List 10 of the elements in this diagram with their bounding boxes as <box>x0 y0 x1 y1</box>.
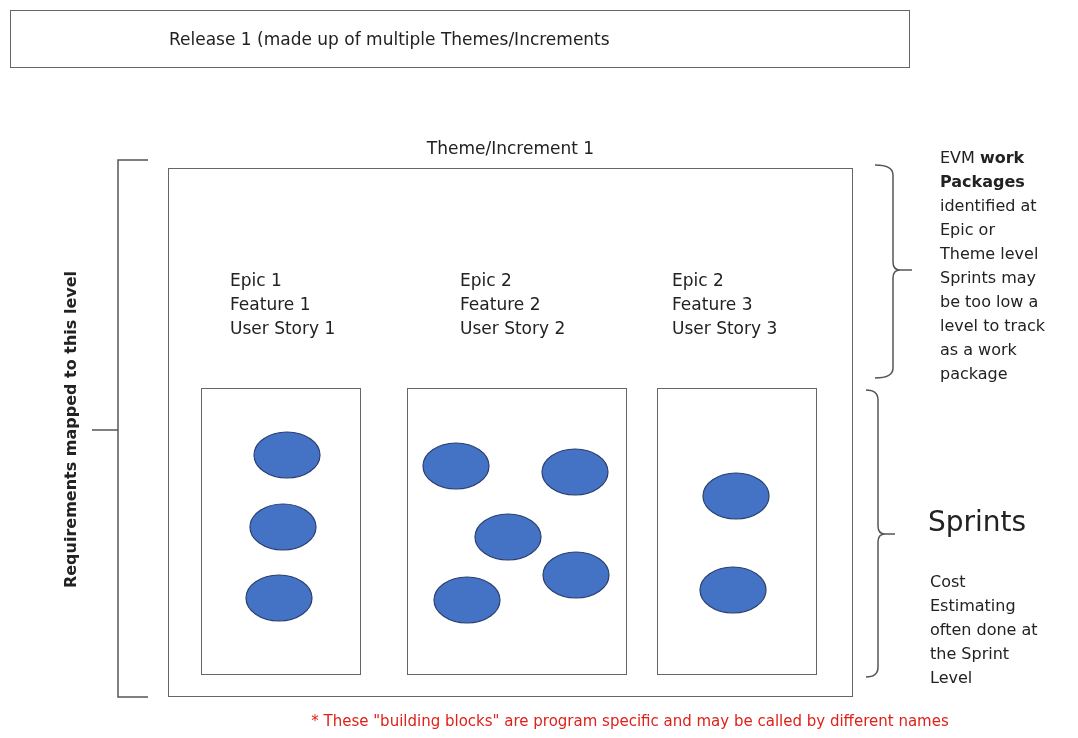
bracket-note: EVM work Packages identified at Epic or Theme level Sprints may be too low a level to track as a work package <box>940 147 1046 385</box>
epic-heading: Epic 2 Feature 3 User Story 3 <box>672 269 779 340</box>
bracket-label: Sprints <box>928 505 1028 539</box>
theme-heading: Theme/Increment 1 <box>425 137 596 160</box>
epic-heading: Epic 1 Feature 1 User Story 1 <box>230 269 337 340</box>
release-box: Release 1 (made up of multiple Themes/Increments <box>10 10 910 68</box>
bracket-label: Requirements mapped to this level <box>59 269 81 591</box>
footnote: * These "building blocks" are program specific and may be called by different names <box>310 712 950 730</box>
epic-heading: Epic 2 Feature 2 User Story 2 <box>460 269 567 340</box>
bracket-note: Cost Estimating often done at the Sprint Level <box>930 571 1038 689</box>
